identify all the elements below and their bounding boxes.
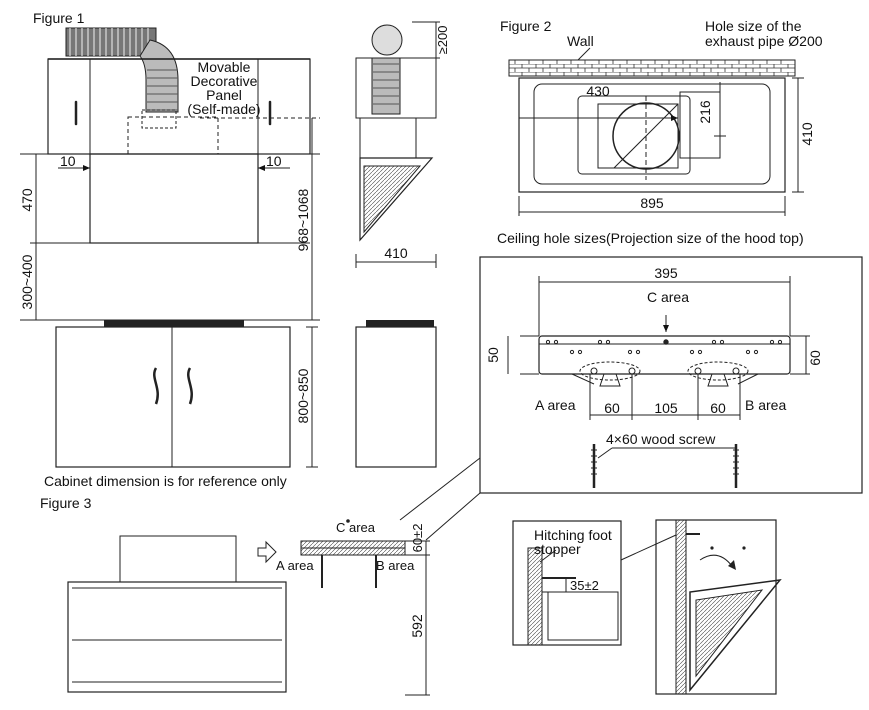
- hole-label-line1: Hole size of the: [705, 18, 802, 34]
- detail-b-area: B area: [745, 397, 786, 413]
- lower-cabinet: [20, 319, 320, 468]
- dim-spacing-center: 105: [654, 400, 678, 416]
- detail-a-area: A area: [535, 397, 576, 413]
- wall-label: Wall: [567, 33, 594, 49]
- dim-duct-min: ≥200: [435, 26, 450, 55]
- screw-label: 4×60 wood screw: [606, 431, 716, 447]
- dim-gap-left: 10: [60, 153, 76, 169]
- figure1-title: Figure 1: [33, 10, 85, 26]
- stopper-connector: [620, 534, 677, 561]
- dim-gap-right: 10: [266, 153, 282, 169]
- bracket-fig3: [300, 519, 430, 696]
- stopper-label-line2: stopper: [534, 541, 581, 557]
- dim-fig3-height: 592: [409, 614, 425, 638]
- fig3-b-area: B area: [376, 558, 415, 573]
- dim-clearance: 300~400: [19, 254, 35, 309]
- dim-hole-y: 216: [697, 100, 713, 124]
- detail-c-area: C area: [647, 289, 689, 305]
- hood-front-fig3: [67, 535, 287, 693]
- panel-label-line3: Panel: [206, 87, 242, 103]
- stopper-label-line1: Hitching foot: [534, 527, 612, 543]
- stopper-detail: [512, 520, 622, 646]
- figure3-title: Figure 3: [40, 495, 92, 511]
- ceiling-plan: [508, 59, 804, 216]
- dim-side-depth: 410: [384, 245, 408, 261]
- dim-hole-x: 430: [586, 83, 610, 99]
- bracket-detail: [479, 256, 863, 494]
- detail-connector-2: [425, 492, 481, 541]
- fig3-a-area: A area: [276, 558, 314, 573]
- dim-plan-depth: 410: [799, 122, 815, 146]
- upper-cabinets: [47, 58, 320, 155]
- dim-bracket-height: 60±2: [410, 524, 425, 553]
- hole-label-line2: exhaust pipe Ø200: [705, 33, 823, 49]
- hood-side-view: [355, 21, 440, 468]
- dim-detail-left: 50: [485, 347, 501, 363]
- dim-stopper: 35±2: [570, 578, 599, 593]
- dim-spacing-left: 60: [604, 400, 620, 416]
- dim-plan-width: 895: [640, 195, 664, 211]
- dim-cabinet-height: 800~850: [295, 368, 311, 423]
- panel-label-line2: Decorative: [191, 73, 258, 89]
- fig3-c-area: C area: [336, 520, 376, 535]
- panel-label-line1: Movable: [198, 59, 251, 75]
- figure2-title: Figure 2: [500, 18, 552, 34]
- cabinet-note: Cabinet dimension is for reference only: [44, 473, 287, 489]
- ceiling-caption: Ceiling hole sizes(Projection size of th…: [497, 230, 804, 246]
- dim-total-height: 968~1068: [295, 188, 311, 251]
- dim-detail-right: 60: [807, 350, 823, 366]
- dim-hood-height: 470: [19, 188, 35, 212]
- detail-connector: [399, 457, 481, 521]
- flexible-duct: [65, 27, 179, 113]
- wall-mount-view: [655, 519, 782, 695]
- dim-detail-width: 395: [654, 265, 678, 281]
- dim-spacing-right: 60: [710, 400, 726, 416]
- panel-label-line4: (Self-made): [187, 101, 260, 117]
- hood-front-view: [20, 153, 320, 244]
